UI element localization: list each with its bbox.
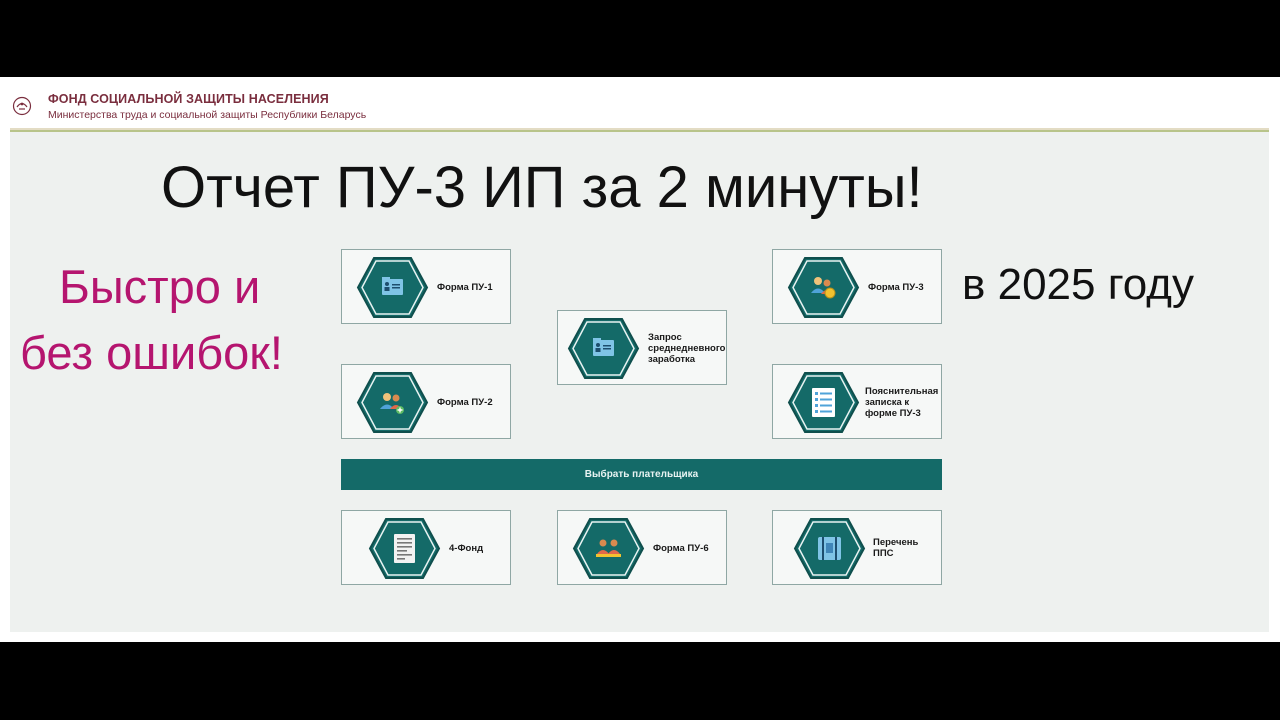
list-document-icon [787, 372, 860, 433]
explanatory-note-line2: записка к [865, 397, 910, 408]
pps-list-card[interactable]: Перечень ППС [772, 510, 942, 585]
form-pu1-label: Форма ПУ-1 [437, 282, 493, 293]
emblem-icon [12, 96, 32, 116]
fast-text-line1: Быстро и [59, 260, 261, 313]
form-pu3-card[interactable]: Форма ПУ-3 [772, 249, 942, 324]
explanatory-note-line1: Пояснительная [865, 386, 939, 397]
letterbox-bottom [0, 642, 1280, 720]
form-pu3-label: Форма ПУ-3 [868, 282, 924, 293]
form-pu2-card[interactable]: Форма ПУ-2 [341, 364, 511, 439]
book-icon [793, 518, 866, 579]
users-add-icon [356, 372, 429, 433]
avg-earnings-label-line3: заработка [648, 354, 696, 365]
header-divider [10, 128, 1269, 132]
form-pu1-card[interactable]: Форма ПУ-1 [341, 249, 511, 324]
select-payer-button[interactable]: Выбрать плательщика [341, 459, 942, 490]
site-header: ФОНД СОЦИАЛЬНОЙ ЗАЩИТЫ НАСЕЛЕНИЯ Министе… [10, 77, 1269, 132]
explanatory-note-label: Пояснительная записка к форме ПУ-3 [865, 386, 938, 419]
id-card-icon [567, 318, 640, 379]
form-pu6-label: Форма ПУ-6 [653, 543, 709, 554]
headline-overlay: Отчет ПУ-3 ИП за 2 минуты! [161, 155, 923, 220]
avg-earnings-request-card[interactable]: Запрос среднедневного заработка [557, 310, 727, 385]
pps-list-label: Перечень ППС [873, 537, 918, 559]
explanatory-note-card[interactable]: Пояснительная записка к форме ПУ-3 [772, 364, 942, 439]
explanatory-note-line3: форме ПУ-3 [865, 408, 921, 419]
avg-earnings-label: Запрос среднедневного заработка [648, 332, 726, 365]
form-pu6-card[interactable]: Форма ПУ-6 [557, 510, 727, 585]
avg-earnings-label-line2: среднедневного [648, 343, 726, 354]
document-icon [368, 518, 441, 579]
form-pu2-label: Форма ПУ-2 [437, 397, 493, 408]
year-text: в 2025 году [962, 260, 1194, 309]
fast-text-line2: без ошибок! [20, 326, 283, 379]
id-card-icon [356, 257, 429, 318]
fond4-card[interactable]: 4-Фонд [341, 510, 511, 585]
pps-list-line1: Перечень [873, 537, 919, 548]
fond4-label: 4-Фонд [449, 543, 484, 554]
users-coin-icon [787, 257, 860, 318]
org-subtitle: Министерства труда и социальной защиты Р… [48, 109, 367, 121]
users-group-icon [572, 518, 645, 579]
avg-earnings-label-line1: Запрос [648, 332, 682, 343]
pps-list-line2: ППС [873, 548, 894, 559]
org-title: ФОНД СОЦИАЛЬНОЙ ЗАЩИТЫ НАСЕЛЕНИЯ [48, 92, 329, 106]
